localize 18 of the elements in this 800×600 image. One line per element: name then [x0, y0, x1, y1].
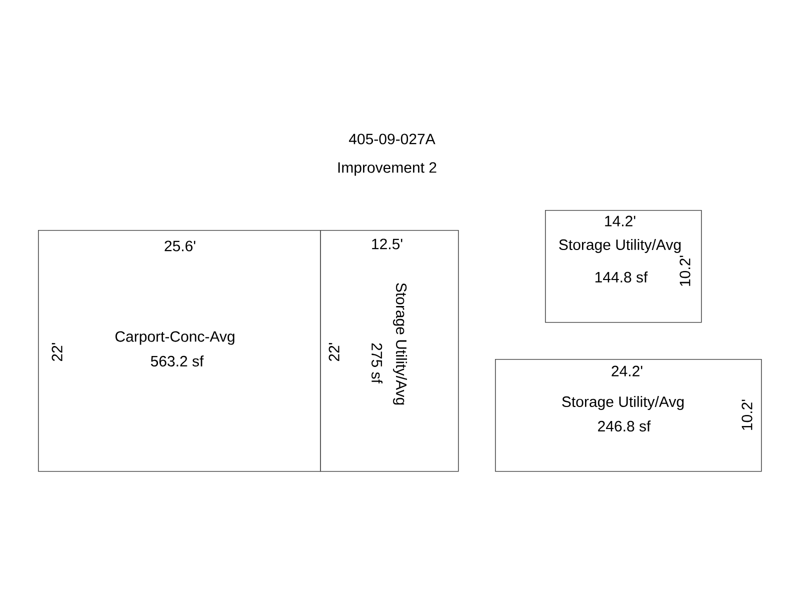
dimension-label: 24.2' [612, 366, 642, 376]
dimension-label: 22' [52, 343, 62, 362]
subtitle: Improvement 2 [338, 162, 436, 176]
dimension-label: 25.6' [164, 240, 196, 252]
area-label: 275 sf [372, 343, 382, 384]
room-label: Carport-Conc-Avg [115, 331, 234, 345]
dimension-label: 10.2' [680, 256, 690, 286]
title: 405-09-027A [348, 134, 436, 144]
room-label: Storage Utility/Avg [393, 283, 407, 405]
area-label: 563.2 sf [150, 356, 204, 366]
dimension-label: 10.2' [742, 400, 752, 430]
room-label: Storage Utility/Avg [562, 396, 684, 410]
area-label: 246.8 sf [598, 420, 651, 432]
dimension-label: 12.5' [372, 238, 402, 250]
area-label: 144.8 sf [595, 272, 648, 282]
room-label: Storage Utility/Avg [559, 239, 681, 253]
dimension-label: 22' [328, 343, 340, 362]
dimension-label: 14.2' [605, 216, 636, 226]
